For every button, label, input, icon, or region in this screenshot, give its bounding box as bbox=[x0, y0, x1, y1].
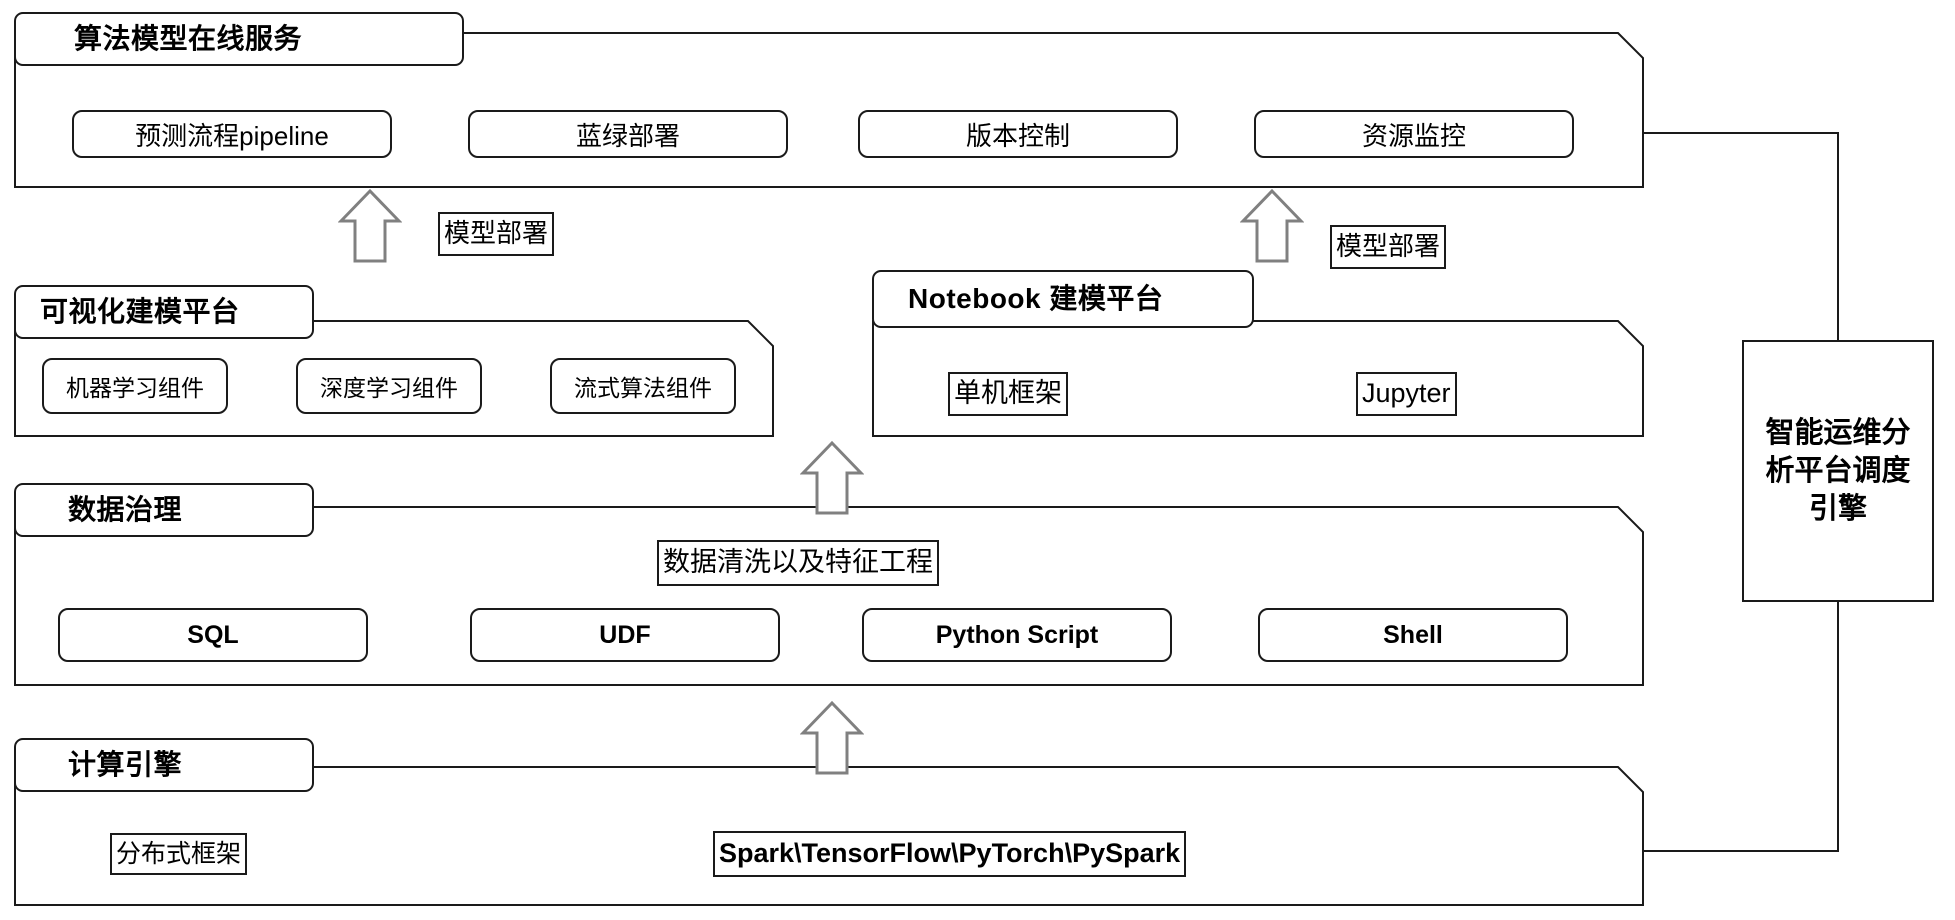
tag-standalone-framework[interactable]: 单机框架 bbox=[948, 372, 1068, 416]
block-arrow-up-model-deploy-left bbox=[338, 188, 402, 264]
chip-version-control[interactable]: 版本控制 bbox=[858, 110, 1178, 158]
tag-label: 分布式框架 bbox=[116, 839, 242, 868]
layer-tab-data-governance[interactable]: 数据治理 bbox=[14, 483, 314, 537]
chip-blue-green-deploy[interactable]: 蓝绿部署 bbox=[468, 110, 788, 158]
edge-label-model-deploy-left: 模型部署 bbox=[438, 212, 555, 256]
layer-tab-label: 计算引擎 bbox=[68, 749, 183, 780]
layer-tab-notebook-modeling[interactable]: Notebook 建模平台 bbox=[872, 270, 1254, 328]
block-arrow-up-model-deploy-right bbox=[1240, 188, 1304, 264]
tag-distributed-framework[interactable]: 分布式框架 bbox=[110, 833, 248, 875]
layer-tab-label: 数据治理 bbox=[68, 494, 183, 525]
tag-label: Jupyter bbox=[1362, 378, 1451, 409]
layer-tab-label: 算法模型在线服务 bbox=[74, 23, 303, 54]
side-module-scheduling-engine[interactable]: 智能运维分析平台调度引擎 bbox=[1742, 340, 1934, 602]
chip-shell[interactable]: Shell bbox=[1258, 608, 1568, 662]
chip-dl-component[interactable]: 深度学习组件 bbox=[296, 358, 482, 414]
chip-python-script[interactable]: Python Script bbox=[862, 608, 1172, 662]
edge-label-model-deploy-right: 模型部署 bbox=[1330, 225, 1447, 269]
tag-frameworks-list[interactable]: Spark\TensorFlow\PyTorch\PySpark bbox=[713, 831, 1187, 877]
tag-label: 单机框架 bbox=[954, 378, 1062, 409]
edge-label-text: 模型部署 bbox=[1336, 231, 1441, 262]
chip-streaming-component[interactable]: 流式算法组件 bbox=[550, 358, 736, 414]
chip-label: 版本控制 bbox=[965, 120, 1070, 151]
chip-label: SQL bbox=[187, 620, 239, 649]
chip-predict-pipeline[interactable]: 预测流程pipeline bbox=[72, 110, 392, 158]
edge-label-text: 模型部署 bbox=[444, 218, 549, 249]
layer-tab-visual-modeling[interactable]: 可视化建模平台 bbox=[14, 285, 314, 339]
tag-label: Spark\TensorFlow\PyTorch\PySpark bbox=[719, 838, 1181, 869]
chip-label: 预测流程pipeline bbox=[135, 120, 329, 151]
chip-label: 资源监控 bbox=[1361, 120, 1466, 151]
chip-resource-monitor[interactable]: 资源监控 bbox=[1254, 110, 1574, 158]
chip-label: UDF bbox=[599, 620, 651, 649]
chip-label: 深度学习组件 bbox=[320, 375, 458, 401]
chip-ml-component[interactable]: 机器学习组件 bbox=[42, 358, 228, 414]
layer-tab-compute-engine[interactable]: 计算引擎 bbox=[14, 738, 314, 792]
layer-tab-label: 可视化建模平台 bbox=[40, 296, 240, 327]
layer-panel-online-service bbox=[14, 32, 1644, 188]
chip-label: Python Script bbox=[935, 620, 1099, 649]
edge-label-data-cleaning: 数据清洗以及特征工程 bbox=[657, 540, 939, 586]
chip-label: Shell bbox=[1383, 620, 1443, 649]
chip-label: 流式算法组件 bbox=[574, 375, 712, 401]
layer-tab-label: Notebook 建模平台 bbox=[908, 283, 1164, 314]
block-arrow-up-compute-to-governance bbox=[800, 700, 864, 776]
side-module-label: 智能运维分析平台调度引擎 bbox=[1765, 416, 1911, 526]
layer-tab-online-service[interactable]: 算法模型在线服务 bbox=[14, 12, 464, 66]
chip-label: 机器学习组件 bbox=[66, 375, 204, 401]
chip-sql[interactable]: SQL bbox=[58, 608, 368, 662]
edge-label-text: 数据清洗以及特征工程 bbox=[663, 547, 933, 578]
tag-jupyter[interactable]: Jupyter bbox=[1356, 372, 1457, 416]
block-arrow-up-data-cleaning bbox=[800, 440, 864, 516]
chip-label: 蓝绿部署 bbox=[575, 120, 680, 151]
chip-udf[interactable]: UDF bbox=[470, 608, 780, 662]
